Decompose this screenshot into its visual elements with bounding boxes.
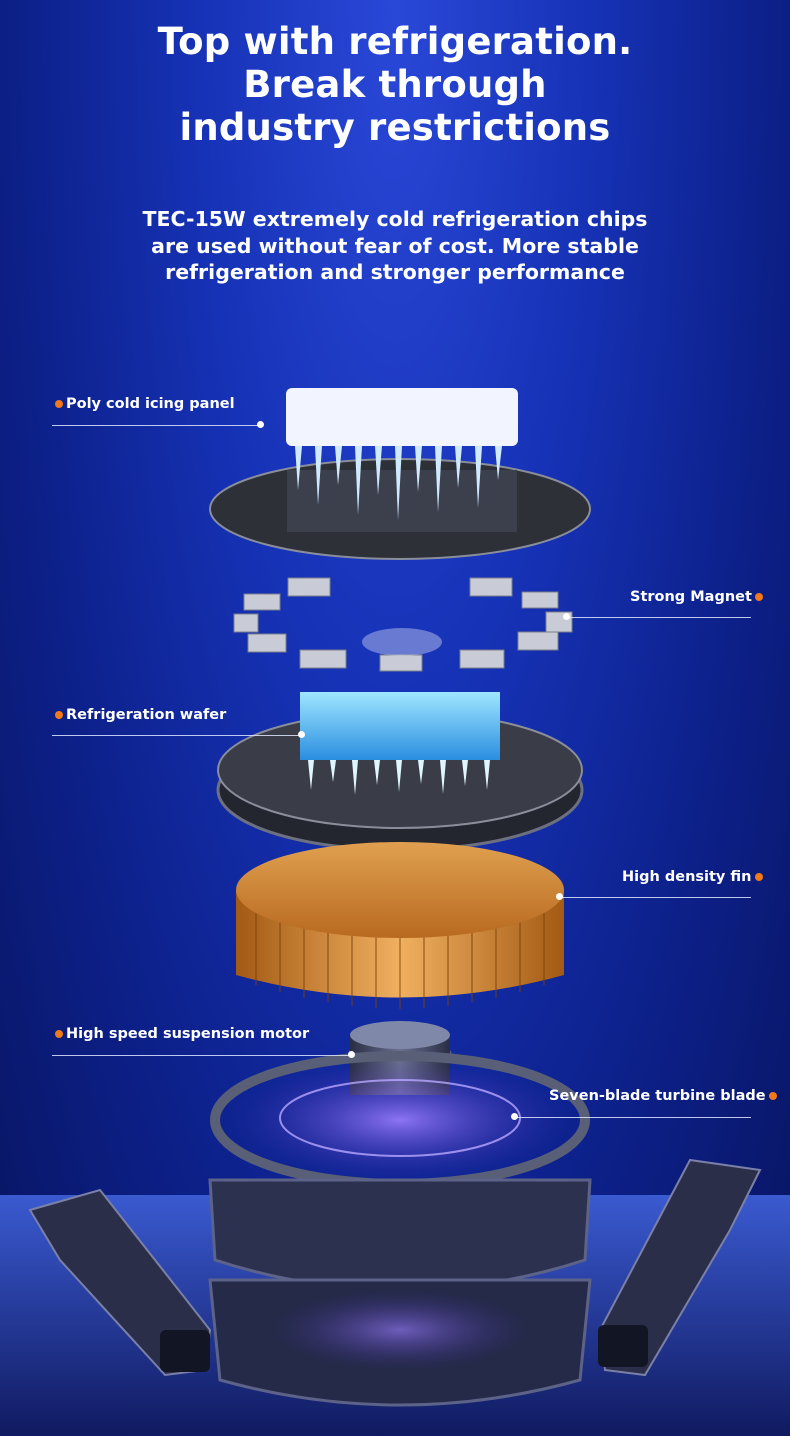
callout-line bbox=[515, 1117, 751, 1118]
magnet-ring-part bbox=[233, 577, 573, 672]
subheadline-line-1: TEC-15W extremely cold refrigeration chi… bbox=[142, 207, 648, 231]
callout-line bbox=[52, 735, 302, 736]
callout-pin bbox=[511, 1113, 518, 1120]
subheadline-line-3: refrigeration and stronger performance bbox=[165, 260, 625, 284]
callout-pin bbox=[348, 1051, 355, 1058]
callout-label: Seven-blade turbine blade bbox=[549, 1088, 766, 1104]
callout-label: Strong Magnet bbox=[630, 589, 752, 605]
callout-label: High speed suspension motor bbox=[66, 1026, 310, 1042]
callout-dot-icon bbox=[768, 1092, 777, 1100]
callout-refrigeration-wafer: Refrigeration wafer bbox=[52, 707, 226, 723]
icing-panel-part bbox=[209, 388, 591, 560]
callout-line bbox=[560, 897, 751, 898]
callout-pin bbox=[298, 731, 305, 738]
headline-line-1: Top with refrigeration. bbox=[157, 20, 633, 63]
callout-label: Poly cold icing panel bbox=[66, 396, 235, 412]
callout-dot-icon bbox=[55, 400, 63, 408]
headline-line-3: industry restrictions bbox=[179, 106, 611, 149]
heat-sink-fin-part bbox=[236, 842, 564, 1009]
headline-line-2: Break through bbox=[243, 63, 547, 106]
callout-dot-icon bbox=[55, 711, 63, 719]
right-clamp-arm bbox=[598, 1158, 762, 1377]
callout-pin bbox=[563, 613, 570, 620]
callout-poly-cold-icing-panel: Poly cold icing panel bbox=[52, 396, 235, 412]
cold-vapor bbox=[362, 628, 442, 656]
callout-line bbox=[567, 617, 751, 618]
headline: Top with refrigeration. Break through in… bbox=[0, 20, 790, 149]
callout-high-density-fin: High density fin bbox=[622, 869, 766, 885]
callout-high-speed-suspension-motor: High speed suspension motor bbox=[52, 1026, 309, 1042]
callout-label: High density fin bbox=[622, 869, 752, 885]
callout-dot-icon bbox=[55, 1030, 63, 1038]
callout-line bbox=[52, 1055, 352, 1056]
callout-dot-icon bbox=[754, 873, 763, 881]
left-clamp-arm bbox=[28, 1188, 212, 1377]
subheadline: TEC-15W extremely cold refrigeration chi… bbox=[0, 206, 790, 286]
callout-pin bbox=[556, 893, 563, 900]
callout-label: Refrigeration wafer bbox=[66, 707, 227, 723]
subheadline-line-2: are used without fear of cost. More stab… bbox=[151, 233, 639, 258]
callout-strong-magnet: Strong Magnet bbox=[630, 589, 766, 605]
callout-seven-blade-turbine-blade: Seven-blade turbine blade bbox=[549, 1088, 780, 1104]
callout-line bbox=[52, 425, 260, 426]
refrigeration-wafer-part bbox=[216, 692, 584, 852]
callout-pin bbox=[257, 421, 264, 428]
turbine-housing-part bbox=[208, 1051, 592, 1407]
callout-dot-icon bbox=[754, 593, 763, 601]
